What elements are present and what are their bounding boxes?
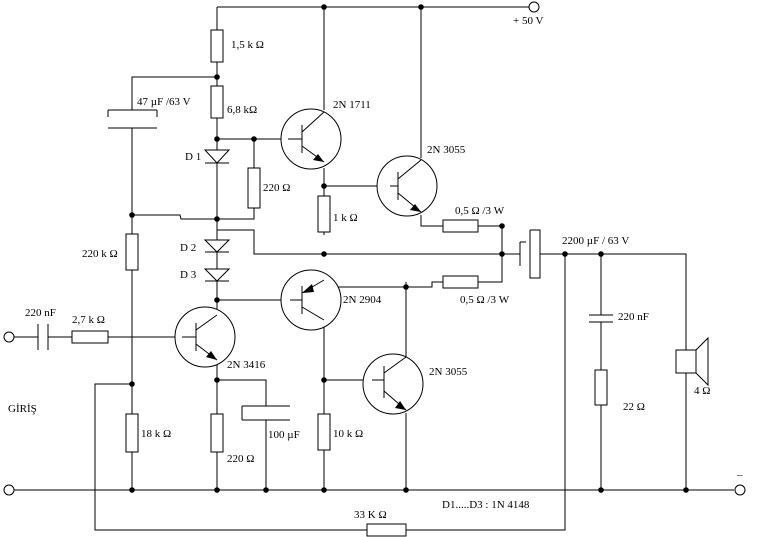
label-r-fb: 33 K Ω [354,509,387,521]
transistor-2n3055-bottom [362,353,424,415]
label-minus: – [736,469,743,481]
transistor-2n3416 [174,306,236,368]
resistor-220-emitter [210,413,224,453]
label-d1: D 1 [185,151,201,163]
capacitors [37,109,613,421]
label-q-2n1711: 2N 1711 [333,99,371,111]
label-q-2n2904: 2N 2904 [343,294,382,306]
label-cap-out: 2200 µF / 63 V [562,235,629,247]
resistor-1k5 [210,29,224,63]
diodes [203,149,231,282]
capacitor-220n-zobel [589,314,613,323]
label-q-2n3055-bot: 2N 3055 [429,366,468,378]
label-r-emit-top: 0,5 Ω /3 W [455,205,505,217]
label-r-220k: 220 k Ω [82,248,118,260]
label-r-in: 2,7 k Ω [72,314,105,326]
terminals [3,1,746,496]
label-r-220-emit: 220 Ω [227,453,254,465]
wires [14,6,734,531]
ground-output-terminal [734,484,746,496]
capacitor-100u [241,405,290,421]
transistor-2n1711 [280,108,342,170]
label-cap-100u: 100 µF [268,429,300,441]
label-d3: D 3 [180,269,197,281]
speaker-icon [675,336,709,387]
transistor-2n3055-top [376,155,438,217]
label-c-in: 220 nF [25,307,56,319]
transistor-2n2904 [280,269,342,331]
resistor-33k-feedback [366,523,407,537]
diode-d1 [203,149,231,164]
resistor-22-zobel [594,369,608,406]
label-c-zobel: 220 nF [618,311,649,323]
label-r-1k: 1 k Ω [333,212,358,224]
label-r-220-bias: 220 Ω [263,182,290,194]
junction-dots [129,4,689,493]
label-input: GİRİŞ [8,403,37,415]
label-d2: D 2 [180,242,196,254]
ground-input-terminal [3,484,15,496]
resistor-220-bias [247,167,261,209]
label-vplus: + 50 V [513,15,544,27]
resistor-6k8 [210,85,224,119]
resistor-220k [125,233,139,271]
label-r-68k: 6,8 kΩ [227,104,257,116]
resistor-1k [317,195,331,233]
label-r-18k: 18 k Ω [141,428,171,440]
capacitor-2200u-output [519,229,541,279]
diode-d2 [203,239,231,253]
label-q-2n3416: 2N 3416 [227,359,266,371]
label-diode-note: D1.....D3 : 1N 4148 [442,499,530,511]
resistor-18k [125,413,139,453]
label-r-top: 1,5 k Ω [231,39,264,51]
resistors [71,29,608,537]
label-r-emit-bot: 0,5 Ω /3 W [460,294,510,306]
resistor-2k7 [71,330,109,344]
resistor-10k [317,413,331,451]
plus-50v-terminal [528,1,540,13]
resistor-emitter-bottom [442,275,479,289]
diode-d3 [203,268,231,282]
label-q-2n3055-top: 2N 3055 [427,144,466,156]
label-r-zobel: 22 Ω [623,401,645,413]
label-cap-boot: 47 µF /63 V [137,96,191,108]
labels: + 50 V 1,5 k Ω 47 µF /63 V 6,8 kΩ 2N 171… [8,15,743,521]
capacitor-47u-bootstrap [107,109,158,129]
capacitor-220n-input [37,324,49,350]
input-terminal [3,331,15,343]
resistor-emitter-top [442,219,479,233]
label-speaker: 4 Ω [694,385,710,397]
label-r-10k: 10 k Ω [333,428,363,440]
